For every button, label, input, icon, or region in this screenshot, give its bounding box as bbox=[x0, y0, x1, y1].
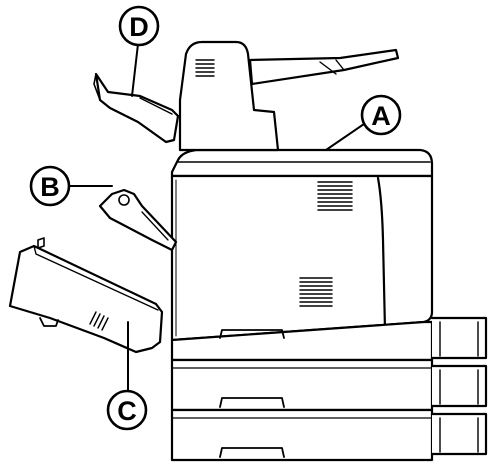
top-output-tower bbox=[178, 40, 280, 152]
callout-a bbox=[360, 94, 402, 136]
callout-b-label: B bbox=[40, 172, 60, 202]
leader-line-a bbox=[325, 123, 365, 151]
callout-c-label: C bbox=[117, 396, 137, 426]
tower-vent bbox=[195, 59, 215, 77]
tray-2-handle bbox=[219, 397, 285, 408]
extended-tray-2 bbox=[430, 364, 488, 408]
component-b-knob bbox=[118, 194, 130, 206]
tray-3-handle bbox=[219, 447, 285, 458]
paper-tray-2 bbox=[170, 358, 434, 412]
tray-1-handle bbox=[219, 329, 285, 339]
upper-vent bbox=[317, 181, 353, 211]
side-unit-c-vent bbox=[89, 311, 109, 331]
printer-main-unit bbox=[170, 148, 434, 342]
callout-a-label: A bbox=[371, 101, 391, 131]
extended-tray-3 bbox=[430, 412, 488, 456]
callout-b bbox=[29, 165, 71, 207]
callout-d-label: D bbox=[129, 12, 149, 42]
lower-vent bbox=[299, 277, 333, 307]
small-component-b bbox=[98, 188, 178, 252]
callout-d bbox=[118, 5, 160, 47]
face-up-output-tray-d bbox=[93, 72, 180, 144]
printer-front-door bbox=[376, 176, 387, 332]
paper-tray-3 bbox=[170, 408, 434, 462]
side-unit-c-tab bbox=[37, 237, 45, 249]
side-unit-c bbox=[8, 237, 164, 354]
extended-tray-1 bbox=[430, 316, 488, 360]
printer-top-cover bbox=[170, 148, 434, 178]
side-unit-c-foot bbox=[39, 317, 59, 327]
callout-c bbox=[106, 389, 148, 431]
leader-line-d bbox=[131, 43, 139, 97]
printer-body bbox=[170, 174, 434, 342]
top-output-tray bbox=[248, 48, 400, 86]
